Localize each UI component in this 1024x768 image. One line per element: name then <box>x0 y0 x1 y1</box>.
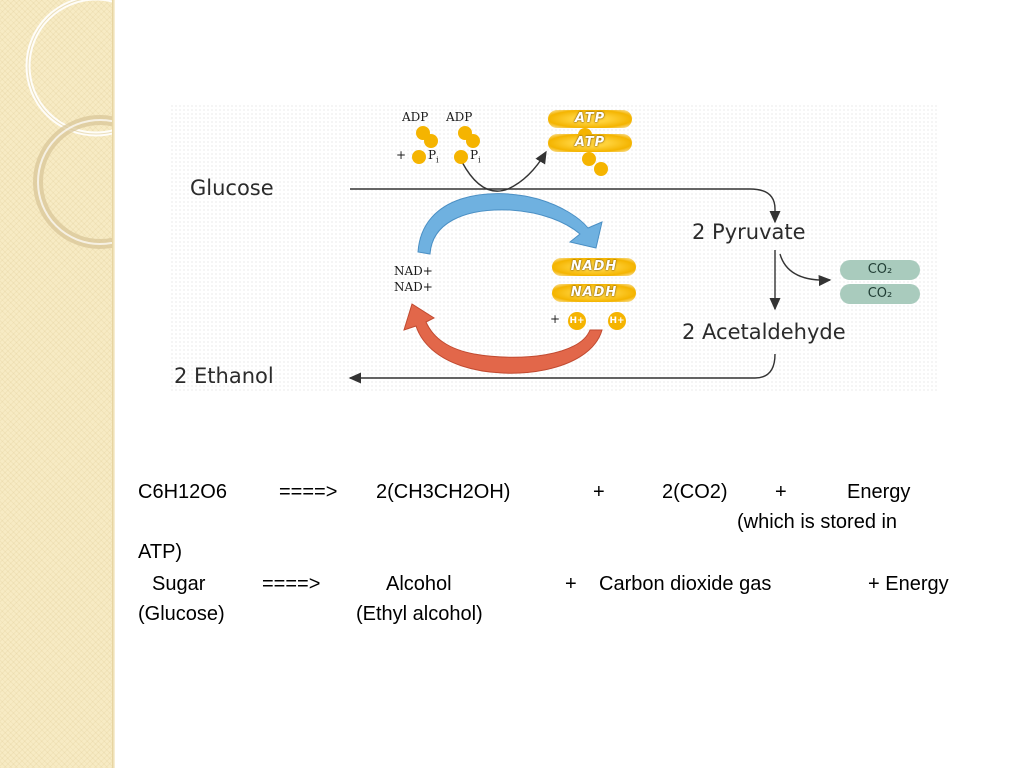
co2-tag-2: CO₂ <box>840 284 920 304</box>
adp-dot-2 <box>424 134 438 148</box>
ethanol-formula: 2(CH3CH2OH) <box>376 481 511 503</box>
pyruvate-label: 2 Pyruvate <box>692 220 806 244</box>
blue-nad-arrow <box>417 193 603 255</box>
adp-label-2: ADP <box>446 110 473 124</box>
sugar-label: Sugar <box>152 573 206 595</box>
glucose-formula: C6H12O6 <box>138 481 227 503</box>
pi-dot-2 <box>454 150 468 164</box>
red-nadh-arrow <box>403 303 603 374</box>
nad-label-1: NAD+ <box>394 264 433 278</box>
plus-sign-b: + <box>775 481 787 503</box>
carbon-dioxide-label: Carbon dioxide gas <box>599 573 772 595</box>
pi-dot-1 <box>412 150 426 164</box>
plus-pi: + <box>396 148 407 162</box>
co2-formula: 2(CO2) <box>662 481 728 503</box>
plus-energy-label: + Energy <box>868 573 949 595</box>
adp-dot-4 <box>466 134 480 148</box>
pyruvate-to-co2-arrow <box>779 253 832 287</box>
co2-tag-1: CO₂ <box>840 260 920 280</box>
plus-h: + <box>550 312 561 326</box>
nadh-tag-2: NADH <box>552 284 636 302</box>
h-dot-1: H+ <box>568 312 586 330</box>
atp-dot-3 <box>582 152 596 166</box>
decorative-side-band <box>0 0 112 768</box>
atp-dot-4 <box>594 162 608 176</box>
nad-label-2: NAD+ <box>394 280 433 294</box>
ethanol-label: 2 Ethanol <box>174 364 274 388</box>
h-dot-2: H+ <box>608 312 626 330</box>
atp-tag-1: ATP <box>548 110 632 128</box>
pi-label-2: Pi <box>470 148 481 165</box>
alcohol-label: Alcohol <box>386 573 452 595</box>
adp-label-1: ADP <box>402 110 429 124</box>
atp-note-line-1: (which is stored in <box>737 511 898 533</box>
equation-arrow-2: ====> <box>262 573 321 595</box>
plus-sign-a: + <box>593 481 605 503</box>
ethyl-alcohol-label: (Ethyl alcohol) <box>356 603 483 625</box>
energy-label: Energy <box>847 481 911 503</box>
acetaldehyde-to-ethanol-arrow <box>348 353 776 384</box>
fermentation-diagram: ADP ADP + Pi Pi ATP ATP Glucose 2 Pyruva… <box>170 104 938 391</box>
nadh-tag-1: NADH <box>552 258 636 276</box>
atp-tag-2: ATP <box>548 134 632 152</box>
band-edge-line <box>112 0 115 768</box>
plus-sign-c: + <box>565 573 577 595</box>
glucose-label: Glucose <box>190 176 274 200</box>
diagram-arrows <box>348 150 832 384</box>
glucose-to-pyruvate-arrow <box>350 188 781 224</box>
adp-to-atp-arrow <box>461 150 547 192</box>
acetaldehyde-label: 2 Acetaldehyde <box>682 320 846 344</box>
equation-arrow-1: ====> <box>279 481 338 503</box>
glucose-paren-label: (Glucose) <box>138 603 225 625</box>
pi-label-1: Pi <box>428 148 439 165</box>
atp-note-line-2: ATP) <box>138 541 183 563</box>
decorative-rings <box>25 0 112 249</box>
